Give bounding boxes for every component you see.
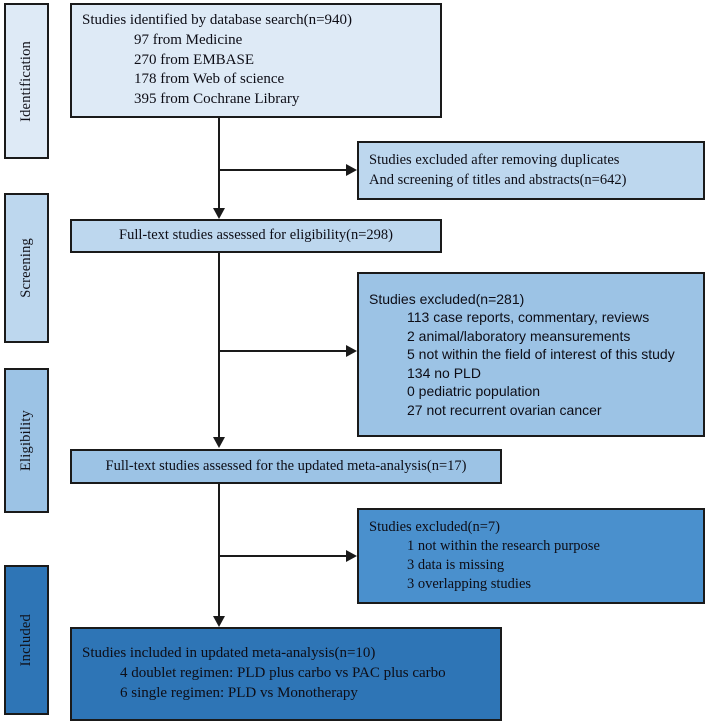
updated-assessed-heading: Full-text studies assessed for the updat… bbox=[105, 457, 467, 474]
excluded-281-heading: Studies excluded(n=281) bbox=[369, 290, 525, 307]
stage-identification: Identification bbox=[4, 3, 49, 159]
excluded-7-reason-1: 1 not within the research purpose bbox=[407, 537, 600, 554]
eligibility-assessed-heading: Full-text studies assessed for eligibili… bbox=[119, 227, 393, 244]
box-excluded-duplicates: Studies excluded after removing duplicat… bbox=[357, 141, 705, 200]
included-arm-2: 6 single regimen: PLD vs Monotherapy bbox=[120, 684, 358, 701]
stage-included: Included bbox=[4, 565, 49, 715]
stage-screening-label: Screening bbox=[18, 238, 34, 298]
identified-source-1: 97 from Medicine bbox=[134, 31, 243, 48]
connector-identified-down bbox=[218, 118, 220, 210]
excluded-281-reason-1: 113 case reports, commentary, reviews bbox=[407, 309, 650, 326]
box-fulltext-assessed-eligibility: Full-text studies assessed for eligibili… bbox=[70, 219, 442, 253]
arrow-into-excluded-duplicates bbox=[346, 164, 357, 176]
arrow-into-excluded-281 bbox=[346, 345, 357, 357]
connector-branch-excluded-7 bbox=[218, 555, 348, 557]
stage-screening: Screening bbox=[4, 193, 49, 343]
arrow-into-updated-assessed bbox=[213, 437, 225, 448]
excluded-281-reason-4: 134 no PLD bbox=[407, 364, 481, 381]
connector-branch-duplicates bbox=[218, 169, 348, 171]
included-arm-1: 4 doublet regimen: PLD plus carbo vs PAC… bbox=[120, 665, 446, 682]
arrow-into-included bbox=[213, 616, 225, 627]
excluded-duplicates-line-2: And screening of titles and abstracts(n=… bbox=[369, 171, 627, 188]
box-excluded-281: Studies excluded(n=281) 113 case reports… bbox=[357, 272, 705, 437]
excluded-7-reason-2: 3 data is missing bbox=[407, 557, 505, 573]
box-studies-identified: Studies identified by database search(n=… bbox=[70, 3, 442, 118]
arrow-into-excluded-7 bbox=[346, 550, 357, 562]
excluded-281-reason-5: 0 pediatric population bbox=[407, 383, 541, 400]
connector-updated-down bbox=[218, 484, 220, 618]
excluded-7-reason-3: 3 overlapping studies bbox=[407, 576, 532, 593]
stage-identification-label: Identification bbox=[18, 40, 34, 122]
box-excluded-7: Studies excluded(n=7) 1 not within the r… bbox=[357, 508, 705, 604]
identified-source-2: 270 from EMBASE bbox=[134, 51, 254, 68]
excluded-7-heading: Studies excluded(n=7) bbox=[369, 518, 500, 535]
stage-eligibility: Eligibility bbox=[4, 368, 49, 513]
identified-source-3: 178 from Web of science bbox=[134, 71, 285, 88]
excluded-duplicates-line-1: Studies excluded after removing duplicat… bbox=[369, 152, 620, 169]
identified-heading: Studies identified by database search(n=… bbox=[82, 12, 353, 28]
stage-included-label: Included bbox=[18, 613, 34, 667]
box-studies-included: Studies included in updated meta-analysi… bbox=[70, 627, 502, 721]
included-heading: Studies included in updated meta-analysi… bbox=[82, 645, 376, 662]
arrow-into-eligibility-assessed bbox=[213, 208, 225, 219]
box-fulltext-assessed-updated: Full-text studies assessed for the updat… bbox=[70, 449, 502, 484]
connector-eligibility-down bbox=[218, 252, 220, 439]
excluded-281-reason-6: 27 not recurrent ovarian cancer bbox=[407, 401, 602, 418]
excluded-281-reason-3: 5 not within the field of interest of th… bbox=[407, 346, 675, 363]
connector-branch-excluded-281 bbox=[218, 350, 348, 352]
excluded-281-reason-2: 2 animal/laboratory meansurements bbox=[407, 327, 631, 344]
identified-source-4: 395 from Cochrane Library bbox=[134, 91, 300, 108]
stage-eligibility-label: Eligibility bbox=[18, 409, 34, 471]
